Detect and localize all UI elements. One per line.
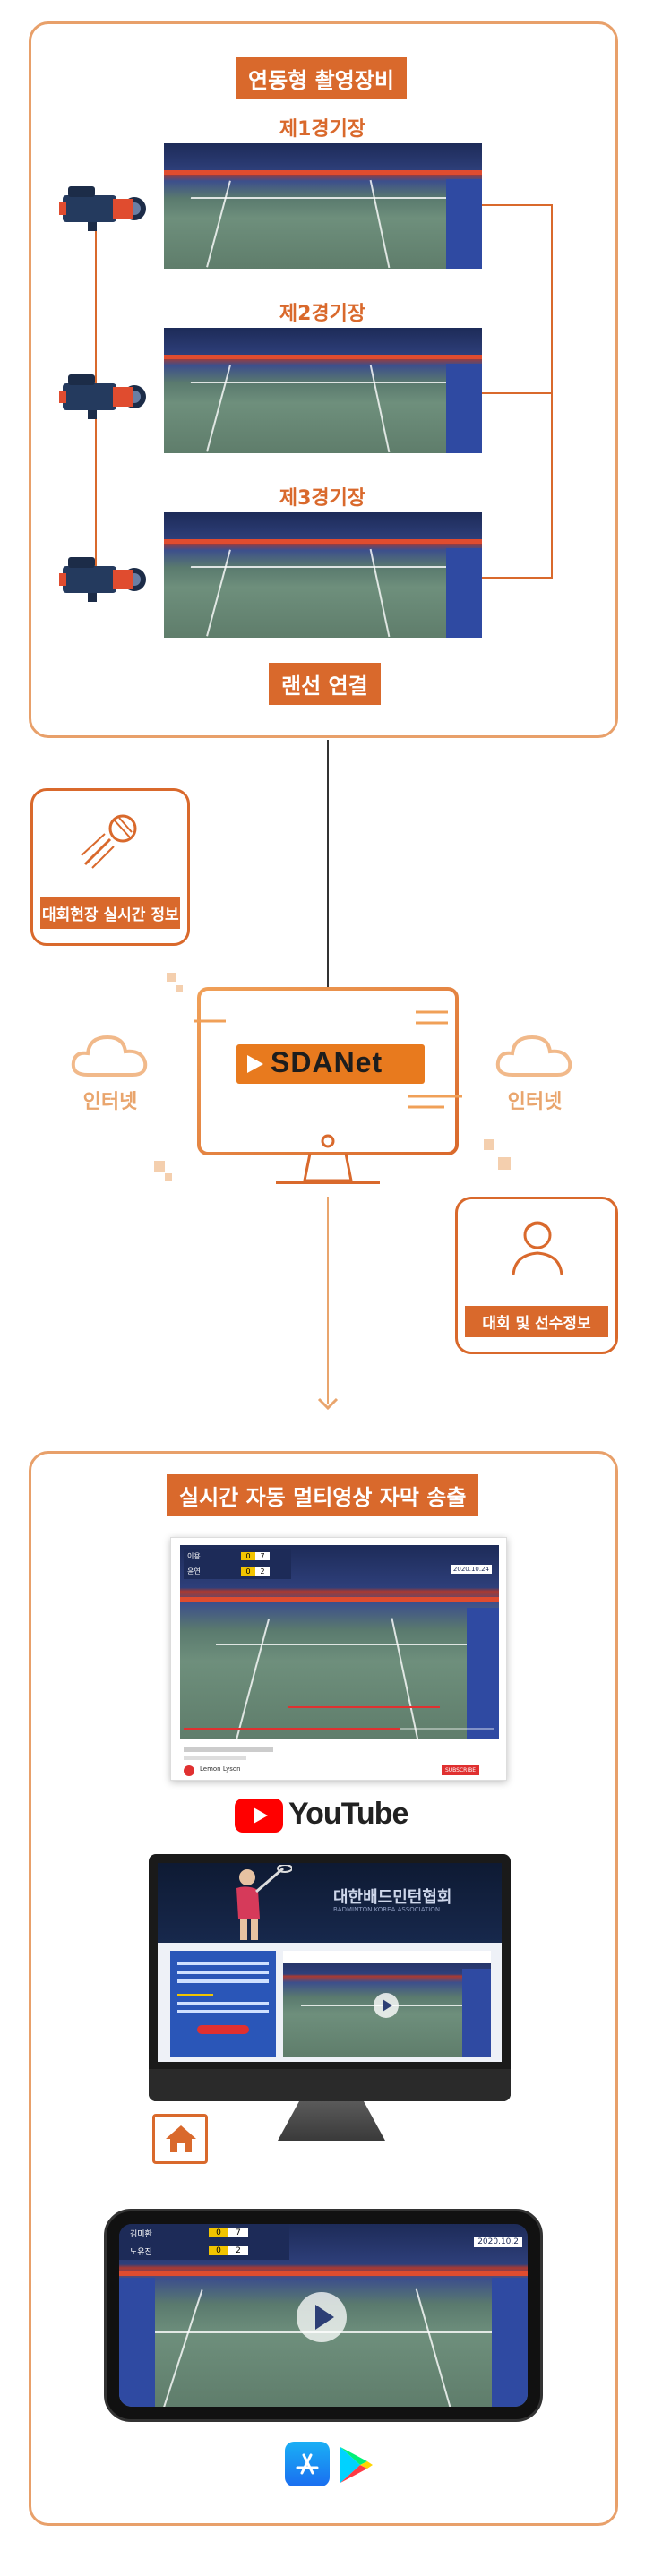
- decor-square: [167, 973, 176, 982]
- field-1-label: 제1경기장: [279, 118, 366, 141]
- mobile-player-2-game: 2: [228, 2246, 248, 2255]
- live-info-card: 대회현장 실시간 정보: [30, 788, 190, 946]
- mobile-player-1-name: 김미환: [130, 2229, 152, 2239]
- monitor-icon: [194, 987, 462, 1184]
- internet-left-label: 인터넷: [82, 1091, 138, 1113]
- desktop-video-feed: [283, 1951, 491, 2057]
- court-1-feed: [164, 143, 482, 269]
- internet-right-label: 인터넷: [507, 1091, 563, 1113]
- mobile-player-2-score: 0: [209, 2246, 228, 2255]
- play-button-icon[interactable]: [373, 1992, 400, 2019]
- association-name-kr: 대한배드민턴협회: [333, 1888, 452, 1907]
- camera-1-icon: [59, 186, 146, 231]
- court-3-feed: [164, 512, 482, 638]
- mobile-player-1-score: 0: [209, 2228, 228, 2237]
- player-info-label: 대회 및 선수정보: [465, 1306, 608, 1337]
- mobile-play-button-icon[interactable]: [295, 2290, 348, 2344]
- player-2-name: 윤연: [187, 1567, 201, 1576]
- lan-connector: [482, 204, 552, 206]
- desktop-monitor: 대한배드민턴협회 BADMINTON KOREA ASSOCIATION: [149, 1854, 511, 2101]
- badminton-player-image: [236, 1865, 292, 1940]
- cloud-left-icon: [71, 1035, 148, 1077]
- broadcast-arrow-line: [327, 1197, 329, 1404]
- youtube-web-frame: 이용 0 7 윤연 0 2 2020.10.24 Lemon Lyson SUB…: [170, 1537, 507, 1781]
- player-1-game: 7: [255, 1552, 270, 1560]
- house-icon: [166, 2125, 196, 2152]
- network-line: [327, 740, 329, 1000]
- mobile-phone: 김미환 0 7 노유진 0 2 2020.10.2: [104, 2209, 543, 2422]
- shuttlecock-icon: [81, 814, 137, 869]
- monitor-bottom-bezel: [149, 2069, 511, 2101]
- youtube-play-icon: [235, 1799, 283, 1833]
- player-avatar-icon: [512, 1221, 563, 1275]
- mobile-date: 2020.10.2: [474, 2237, 522, 2247]
- desktop-screen: 대한배드민턴협회 BADMINTON KOREA ASSOCIATION: [158, 1863, 502, 2062]
- player-1-score: 0: [241, 1552, 255, 1560]
- app-store-a-icon: [296, 2453, 319, 2475]
- field-3-label: 제3경기장: [279, 487, 366, 510]
- sdanet-logo: SDANet: [236, 1044, 425, 1084]
- play-triangle-icon: [247, 1055, 263, 1073]
- broadcast-title: 실시간 자동 멀티영상 자막 송출: [167, 1474, 479, 1516]
- player-info-card: 대회 및 선수정보: [455, 1197, 618, 1354]
- camera-2-icon: [59, 374, 146, 419]
- camera-3-icon: [59, 557, 146, 602]
- google-play-icon[interactable]: [339, 2445, 374, 2485]
- info-sidebar: [170, 1951, 276, 2057]
- video-progress-bar[interactable]: [184, 1728, 494, 1730]
- camera-setup-title: 연동형 촬영장비: [236, 57, 407, 99]
- live-info-label: 대회현장 실시간 정보: [40, 897, 180, 929]
- player-2-score: 0: [241, 1567, 255, 1576]
- mobile-player-1-game: 7: [228, 2228, 248, 2237]
- association-name-en: BADMINTON KOREA ASSOCIATION: [333, 1906, 441, 1913]
- scoreboard-overlay: 이용 0 7 윤연 0 2: [184, 1549, 291, 1579]
- cloud-right-icon: [495, 1035, 572, 1077]
- app-store-icon[interactable]: [285, 2442, 330, 2486]
- mobile-player-2-name: 노유진: [130, 2247, 152, 2257]
- player-2-game: 2: [255, 1567, 270, 1576]
- web-date: 2020.10.24: [450, 1565, 492, 1574]
- channel-avatar: [184, 1765, 194, 1776]
- mobile-scoreboard: 김미환 0 7 노유진 0 2: [119, 2224, 289, 2260]
- player-1-name: 이용: [187, 1552, 201, 1560]
- sdanet-logo-text: SDANet: [271, 1046, 383, 1078]
- video-title-placeholder: [184, 1747, 273, 1752]
- youtube-wordmark: YouTube: [288, 1797, 408, 1831]
- court-2-feed: [164, 328, 482, 453]
- arrow-down-icon: [317, 1397, 339, 1411]
- channel-name: Lemon Lyson: [200, 1765, 241, 1773]
- field-2-label: 제2경기장: [279, 303, 366, 325]
- home-icon[interactable]: [152, 2114, 208, 2164]
- lan-connection-label: 랜선 연결: [269, 663, 381, 705]
- subscribe-button[interactable]: SUBSCRIBE: [441, 1765, 479, 1775]
